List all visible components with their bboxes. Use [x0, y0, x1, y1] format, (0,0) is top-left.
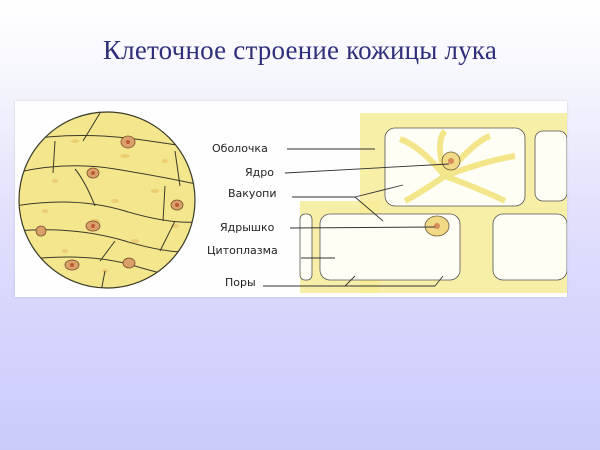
diagram-artwork [18, 111, 567, 293]
label-membrane: Оболочка [212, 142, 268, 155]
detail-view [263, 113, 567, 293]
nucleus-icons [35, 135, 184, 271]
label-nucleolus: Ядрышко [220, 221, 275, 234]
microscope-view [19, 112, 195, 288]
label-vacuoles: Вакуопи [228, 187, 277, 200]
label-pores: Поры [225, 276, 256, 289]
slide-title: Клеточное строение кожицы лука [102, 35, 498, 65]
onion-cell-diagram: Оболочка Ядро Вакуопи Ядрышко Цитоплазма… [15, 101, 567, 297]
label-nucleus: Ядро [245, 166, 274, 179]
label-cytoplasm: Цитоплазма [207, 244, 278, 257]
